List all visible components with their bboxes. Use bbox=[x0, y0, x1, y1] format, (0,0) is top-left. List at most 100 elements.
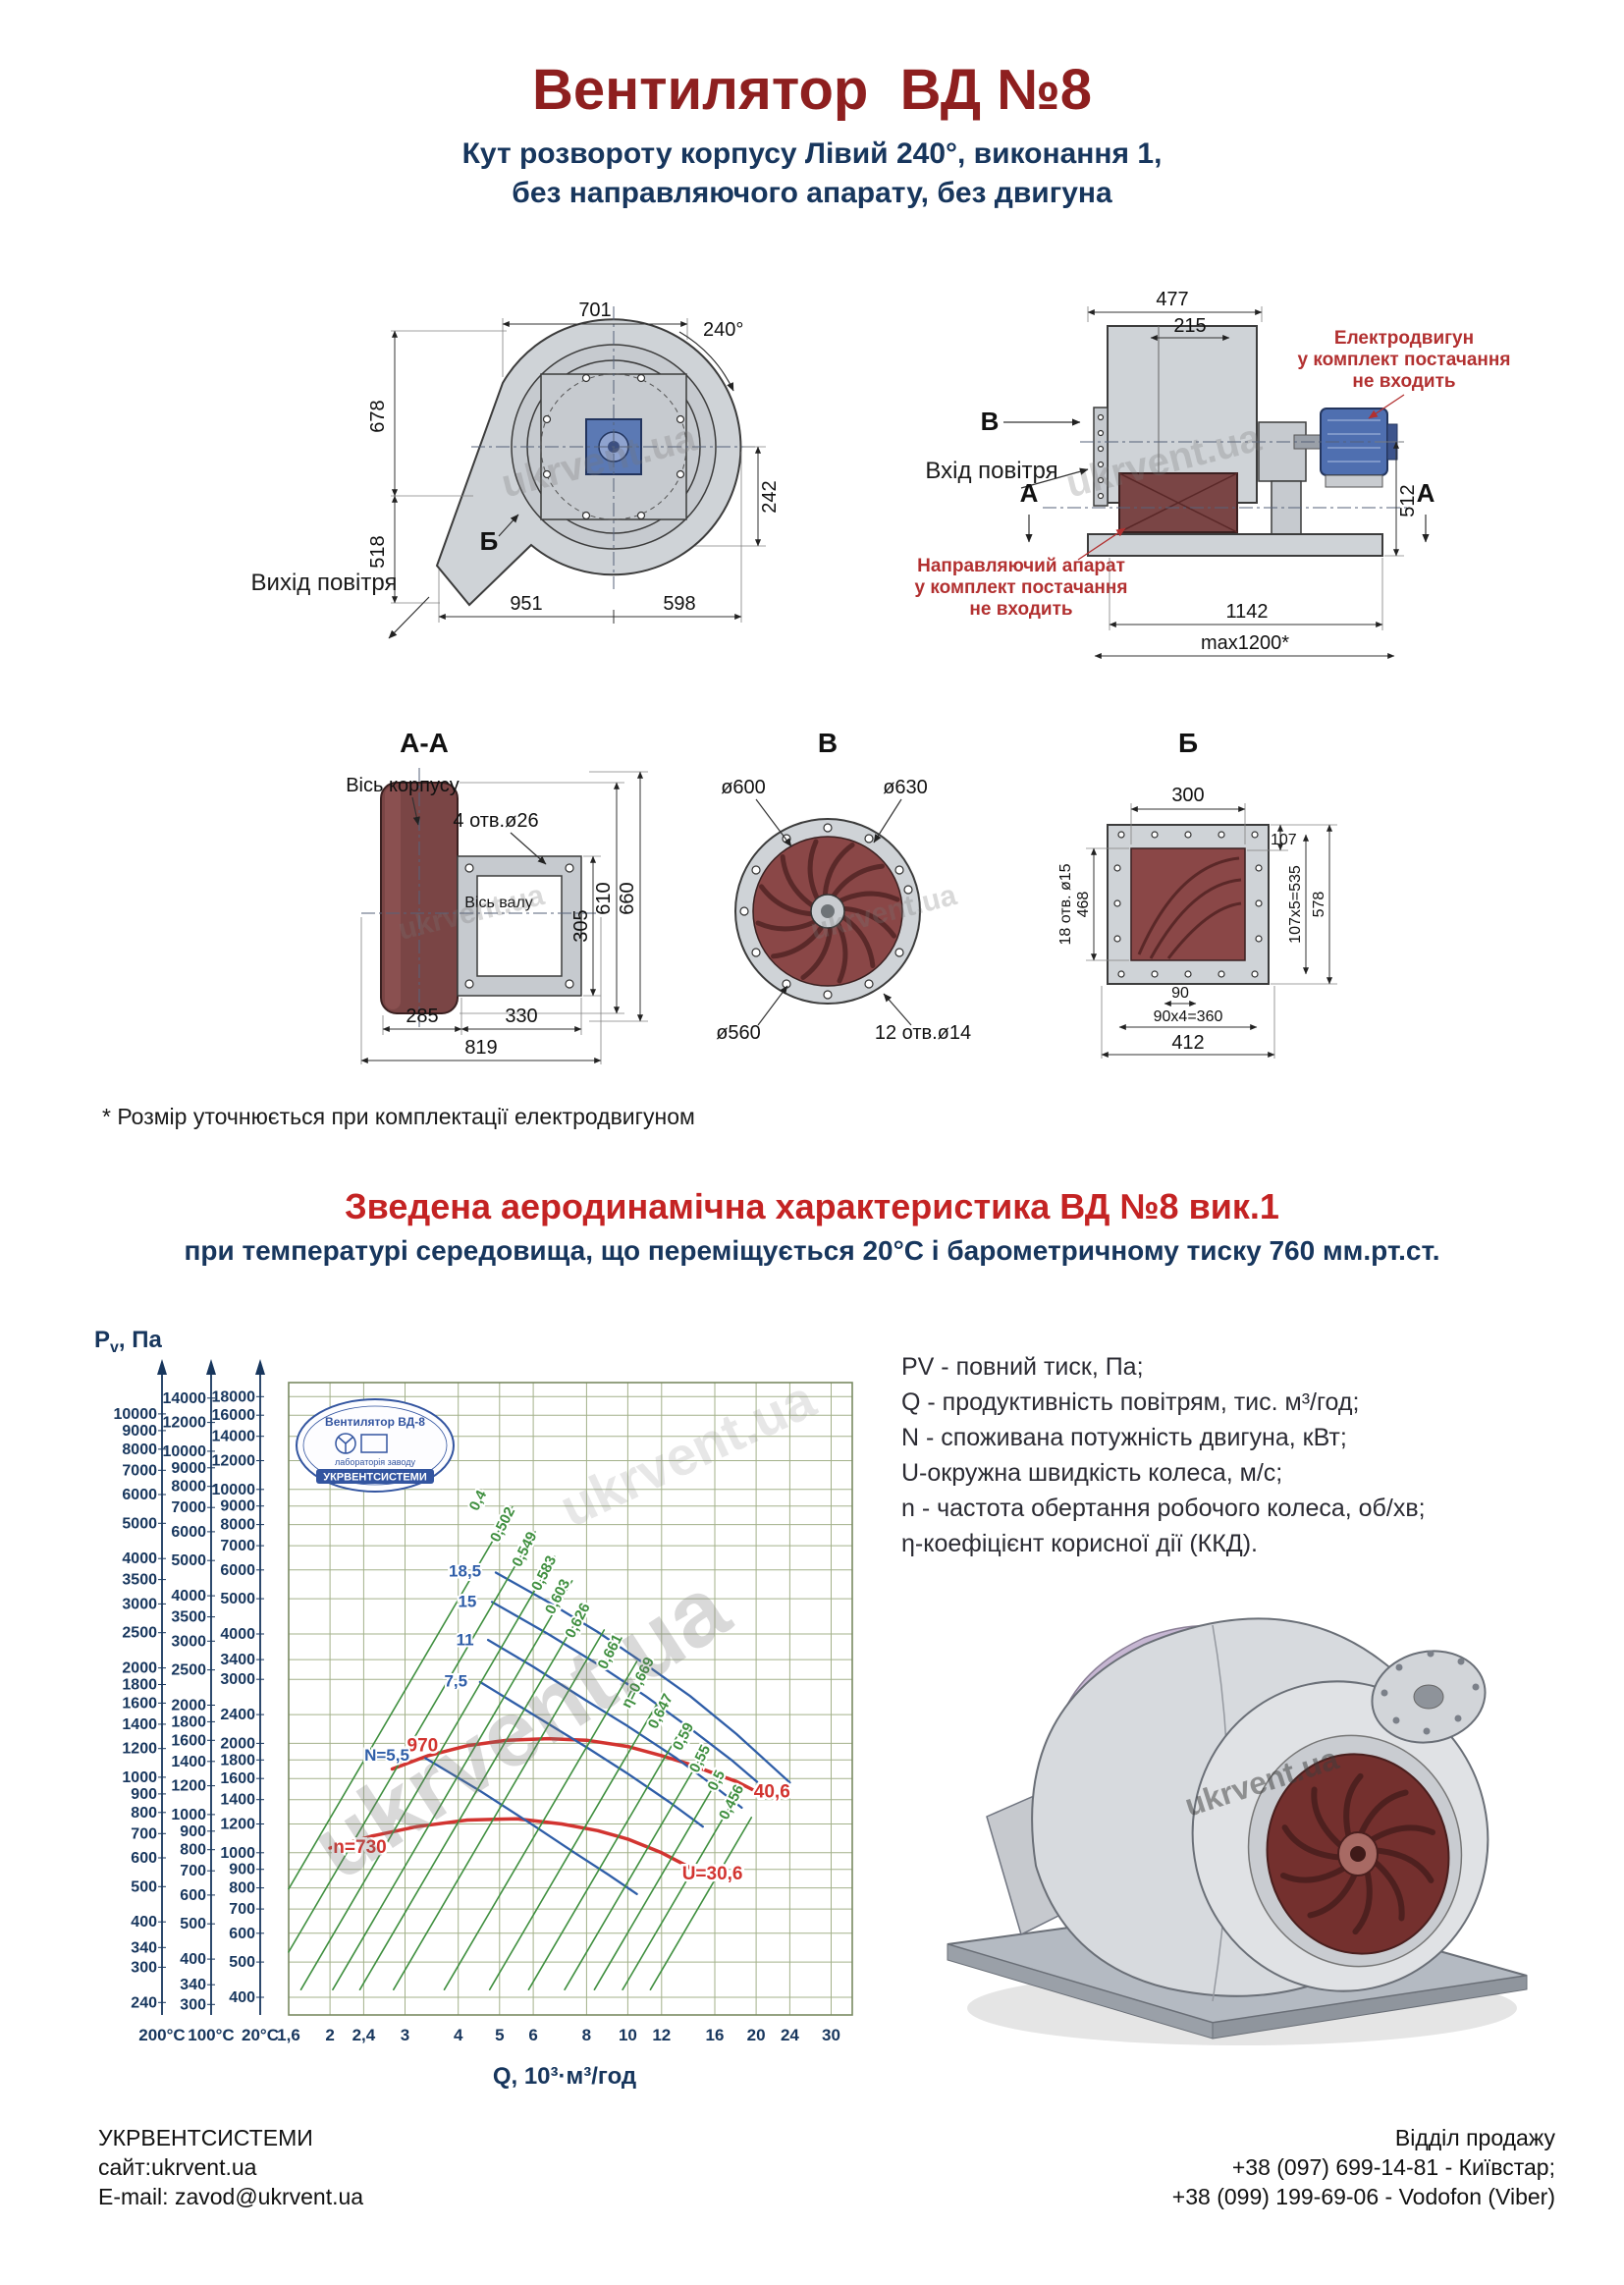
y-tick-label: 600 bbox=[229, 1926, 255, 1942]
y-tick-label: 3000 bbox=[122, 1596, 157, 1612]
y-tick-label: 1400 bbox=[220, 1792, 255, 1809]
y-tick-label: 10000 bbox=[163, 1443, 207, 1460]
y-tick-label: 1000 bbox=[171, 1807, 206, 1823]
dim-90x4: 90х4=360 bbox=[1154, 1008, 1223, 1025]
curve-N=15 bbox=[490, 1601, 767, 1790]
base-frame bbox=[1087, 533, 1383, 557]
curve-label: 0,4 bbox=[466, 1487, 491, 1513]
y-tick-label: 1400 bbox=[171, 1754, 206, 1770]
y-tick-label: 5000 bbox=[171, 1552, 206, 1569]
y-tick-label: 1200 bbox=[171, 1778, 206, 1795]
flange-bolts bbox=[739, 823, 913, 1000]
chart-legend: PV - повний тиск, Па; Q - продуктивність… bbox=[901, 1349, 1589, 1561]
dim-951: 951 bbox=[510, 593, 542, 615]
footer-email[interactable]: E-mail: zavod@ukrvent.ua bbox=[98, 2184, 364, 2209]
dim-468: 468 bbox=[1075, 892, 1092, 918]
outlet-opening bbox=[1130, 847, 1246, 961]
y-tick-label: 7000 bbox=[122, 1462, 157, 1479]
footer-phone-1[interactable]: +38 (097) 699-14-81 - Київстар; bbox=[1231, 2154, 1555, 2180]
section-v-title: В bbox=[818, 728, 838, 758]
y-tick-label: 240 bbox=[131, 1994, 157, 2011]
logo-fan-icon bbox=[335, 1433, 388, 1454]
technical-drawings: 701 240° 678 518 242 951 598 Б Вихід пов… bbox=[251, 289, 1511, 1064]
y-tick-label: 1800 bbox=[220, 1752, 255, 1768]
y-tick-label: 3000 bbox=[220, 1671, 255, 1688]
curve-eta=0,626 bbox=[392, 1629, 606, 1990]
curve-label: 970 bbox=[407, 1736, 439, 1757]
x-tick-label: 2,4 bbox=[352, 2026, 376, 2044]
svg-text:у комплект постачання: у комплект постачання bbox=[1298, 350, 1511, 370]
curve-N=18,5 bbox=[494, 1571, 791, 1784]
y-tick-label: 2000 bbox=[171, 1698, 206, 1714]
chart-x-axis-label: Q, 10³·м³/год bbox=[493, 2063, 636, 2090]
y-tick-label: 700 bbox=[180, 1863, 206, 1879]
x-tick-label: 4 bbox=[454, 2026, 463, 2044]
y-tick-label: 800 bbox=[131, 1805, 157, 1822]
y-tick-label: 14000 bbox=[212, 1429, 256, 1445]
fan-3d-render bbox=[947, 1617, 1528, 2045]
pedestal bbox=[1271, 480, 1302, 537]
y-tick-label: 300 bbox=[180, 1996, 206, 2013]
dim-701: 701 bbox=[578, 299, 611, 321]
y-tick-label: 340 bbox=[180, 1977, 206, 1993]
curve-eta=0,647 bbox=[527, 1722, 686, 1990]
legend-line-pv: PV - повний тиск, Па; bbox=[901, 1353, 1144, 1381]
dim-242: 242 bbox=[759, 480, 781, 513]
y-tick-label: 300 bbox=[131, 1959, 157, 1976]
y-tick-label: 1600 bbox=[122, 1695, 157, 1712]
section-view-v: В bbox=[716, 728, 971, 1044]
y-tick-label: 3500 bbox=[122, 1572, 157, 1589]
y-tick-label: 900 bbox=[131, 1786, 157, 1803]
curve-label: 40,6 bbox=[754, 1781, 790, 1802]
y-tick-label: 7000 bbox=[220, 1538, 255, 1554]
bearing-flange-3d bbox=[1371, 1650, 1487, 1744]
footer-site[interactable]: сайт:ukrvent.ua bbox=[98, 2154, 257, 2180]
maker-logo: Вентилятор ВД-8 лабораторія заводу УКРВЕ… bbox=[296, 1398, 455, 1493]
y-tick-label: 3400 bbox=[220, 1652, 255, 1668]
curve-label: 15 bbox=[458, 1592, 476, 1610]
impeller-3d-hub-center bbox=[1350, 1846, 1366, 1862]
air-inlet-label: Вхід повітря bbox=[925, 458, 1057, 484]
section-marker-b: Б bbox=[480, 526, 499, 556]
temp-axis-label: 200°C bbox=[138, 2026, 185, 2044]
curve-eta=0,549 bbox=[299, 1555, 556, 1990]
x-tick-label: 10 bbox=[619, 2026, 637, 2044]
x-tick-label: 8 bbox=[582, 2026, 591, 2044]
section-marker-a-right: А bbox=[1417, 478, 1435, 508]
y-tick-label: 400 bbox=[131, 1914, 157, 1931]
dim-max1200: max1200* bbox=[1201, 632, 1289, 654]
x-tick-label: 6 bbox=[528, 2026, 537, 2044]
y-tick-label: 1800 bbox=[171, 1714, 206, 1730]
legend-line-q: Q - продуктивність повітрям, тис. м³/год… bbox=[901, 1388, 1360, 1416]
y-tick-label: 8000 bbox=[171, 1479, 206, 1496]
outlet-vanes bbox=[1137, 856, 1242, 959]
dim-305: 305 bbox=[570, 909, 592, 942]
dim-107x5: 107х5=535 bbox=[1287, 865, 1304, 944]
dim-107: 107 bbox=[1271, 832, 1297, 848]
footer-phone-2[interactable]: +38 (099) 199-69-06 - Vodofon (Viber) bbox=[1171, 2184, 1555, 2209]
holes-18-label: 18 отв. ø15 bbox=[1057, 863, 1074, 945]
fan-front-view: 701 240° 678 518 242 951 598 Б Вихід пов… bbox=[251, 299, 781, 639]
temp-axis-label: 20°C bbox=[242, 2026, 279, 2044]
y-tick-label: 7000 bbox=[171, 1499, 206, 1516]
curve-N=11 bbox=[486, 1638, 743, 1810]
note-guide: Направляючий апарат у комплект постачанн… bbox=[915, 527, 1127, 620]
y-tick-label: 1600 bbox=[220, 1770, 255, 1787]
volute-profile-band bbox=[385, 787, 401, 1009]
y-tick-label: 5000 bbox=[122, 1515, 157, 1532]
y-tick-label: 4000 bbox=[122, 1551, 157, 1567]
y-tick-label: 1400 bbox=[122, 1716, 157, 1733]
dim-518: 518 bbox=[367, 535, 389, 568]
svg-text:не входить: не входить bbox=[969, 599, 1072, 620]
dim-330: 330 bbox=[505, 1006, 537, 1027]
dim-819: 819 bbox=[464, 1037, 497, 1059]
frame-holes bbox=[464, 863, 574, 989]
x-tick-label: 30 bbox=[822, 2026, 840, 2044]
y-tick-label: 1200 bbox=[220, 1817, 255, 1833]
y-tick-label: 6000 bbox=[171, 1524, 206, 1541]
chart-title: Зведена аеродинамічна характеристика ВД … bbox=[345, 1186, 1279, 1226]
bolt-holes bbox=[542, 373, 685, 520]
dim-angle-240: 240° bbox=[703, 319, 743, 341]
legend-line-eta: η-коефіцієнт корисної дії (ККД). bbox=[901, 1530, 1258, 1557]
y-tick-label: 2000 bbox=[122, 1660, 157, 1677]
